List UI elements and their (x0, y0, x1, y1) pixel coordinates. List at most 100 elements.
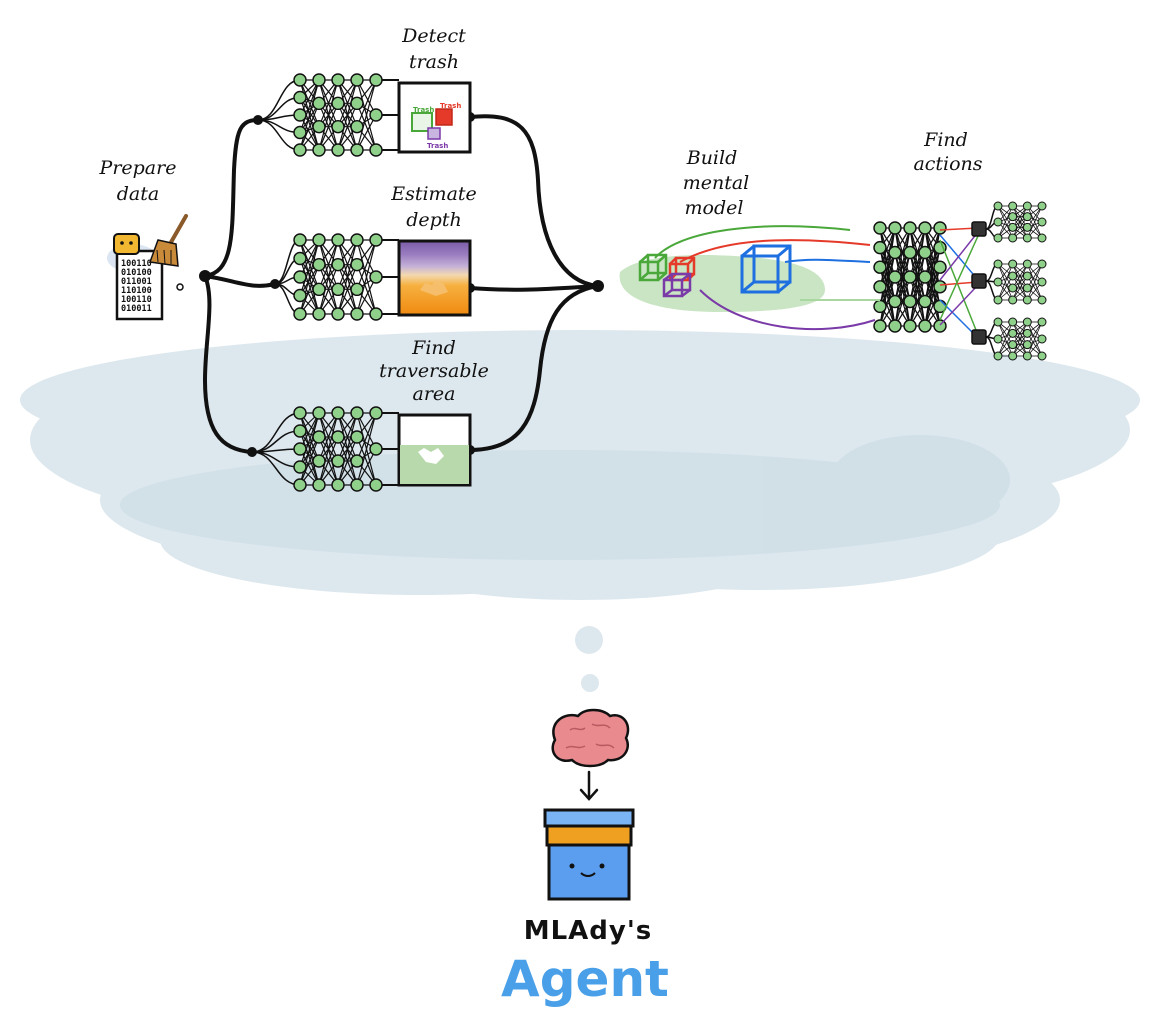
network-edge (337, 239, 358, 290)
network-edge (299, 448, 320, 486)
network-node (1037, 277, 1047, 287)
network-edge (318, 79, 339, 127)
network-node (1022, 222, 1032, 232)
network-node (350, 406, 364, 420)
network-edge (356, 103, 377, 151)
network-node (369, 442, 383, 456)
network-node (933, 260, 947, 274)
traversable-label-line2: traversable (379, 360, 489, 382)
network-edge (924, 286, 941, 327)
network-node (312, 454, 326, 468)
network-node (293, 442, 307, 456)
network-node (331, 430, 345, 444)
network-node (888, 270, 902, 284)
merge-junction (592, 280, 604, 292)
network-node (350, 478, 364, 492)
network-node (993, 295, 1003, 305)
build-model-label-line2: mental (683, 172, 750, 194)
network-node (993, 201, 1003, 211)
network-node (369, 406, 383, 420)
network-edge (356, 412, 377, 462)
trash-tag-red: Trash (440, 102, 461, 110)
broom-icon (148, 214, 188, 267)
network-node (993, 317, 1003, 327)
network-edge (1012, 263, 1028, 289)
network-edge (299, 239, 320, 296)
network-node (293, 233, 307, 247)
network-node (350, 430, 364, 444)
network-node (873, 299, 887, 314)
network-node (1022, 351, 1032, 361)
network-edge (356, 412, 377, 450)
network-edge (356, 436, 377, 486)
action-head-network-1 (985, 201, 1047, 243)
network-edge (299, 412, 320, 462)
network-node (312, 257, 326, 272)
network-node (1037, 233, 1047, 243)
action-junction-2 (971, 273, 987, 289)
network-node (993, 351, 1003, 361)
network-node (993, 259, 1003, 269)
network-node (1022, 283, 1032, 293)
build-model-label-line1: Build (686, 147, 738, 169)
network-edge (894, 227, 911, 327)
network-edge (299, 239, 320, 278)
network-node (918, 245, 932, 260)
network-edge (997, 205, 1014, 239)
network-node (873, 260, 887, 274)
network-input-wire (257, 119, 301, 151)
brain-icon (551, 708, 630, 768)
find-actions-label-line2: actions (913, 153, 982, 175)
network-edge (299, 264, 320, 315)
down-arrow-icon (579, 770, 599, 801)
network-edge (997, 321, 1014, 357)
network-edge (924, 247, 941, 327)
network-node (369, 143, 383, 157)
network-node (903, 270, 917, 284)
blue-cube-icon (740, 244, 792, 294)
network-node (888, 294, 902, 309)
detect-trash-label-line1: Detect (401, 25, 466, 47)
network-edge (997, 263, 1014, 289)
traversable-area-output (397, 413, 472, 487)
trash-box-red (435, 108, 453, 126)
network-edge (299, 276, 320, 315)
network-edge (337, 239, 358, 315)
network-node (888, 245, 902, 260)
network-node (312, 96, 326, 111)
network-edge (299, 412, 320, 450)
network-edge (356, 239, 377, 315)
network-node (293, 406, 307, 420)
network-node (350, 73, 364, 87)
network-node (903, 319, 917, 333)
network-edge (356, 412, 377, 486)
prepare-junction (199, 270, 211, 282)
network-node (331, 233, 345, 247)
estimate-depth-network (274, 233, 399, 321)
prepare-data-label-line2: data (117, 183, 159, 205)
network-node (350, 454, 364, 468)
network-node (1022, 233, 1032, 243)
network-edge (337, 79, 358, 151)
network-edge (924, 276, 941, 327)
network-node (1008, 340, 1018, 350)
network-node (369, 270, 383, 284)
trash-tag-purple: Trash (427, 142, 448, 150)
network-edge (299, 412, 320, 486)
network-edge (356, 264, 377, 315)
network-edge (356, 79, 377, 127)
network-edge (337, 412, 358, 462)
network-edge (909, 227, 926, 327)
network-edge (997, 263, 1014, 301)
network-edge (1026, 275, 1043, 301)
network-node (369, 233, 383, 247)
agent-robot (543, 808, 635, 901)
estimate-depth-label-line1: Estimate (390, 183, 477, 205)
network-edge (894, 252, 911, 327)
network-edge (299, 239, 320, 290)
network-edge (909, 276, 926, 327)
network-node (1037, 317, 1047, 327)
detect-trash-label-line2: trash (409, 51, 459, 73)
binary-line-6: 010011 (121, 304, 152, 314)
network-node (1022, 259, 1032, 269)
